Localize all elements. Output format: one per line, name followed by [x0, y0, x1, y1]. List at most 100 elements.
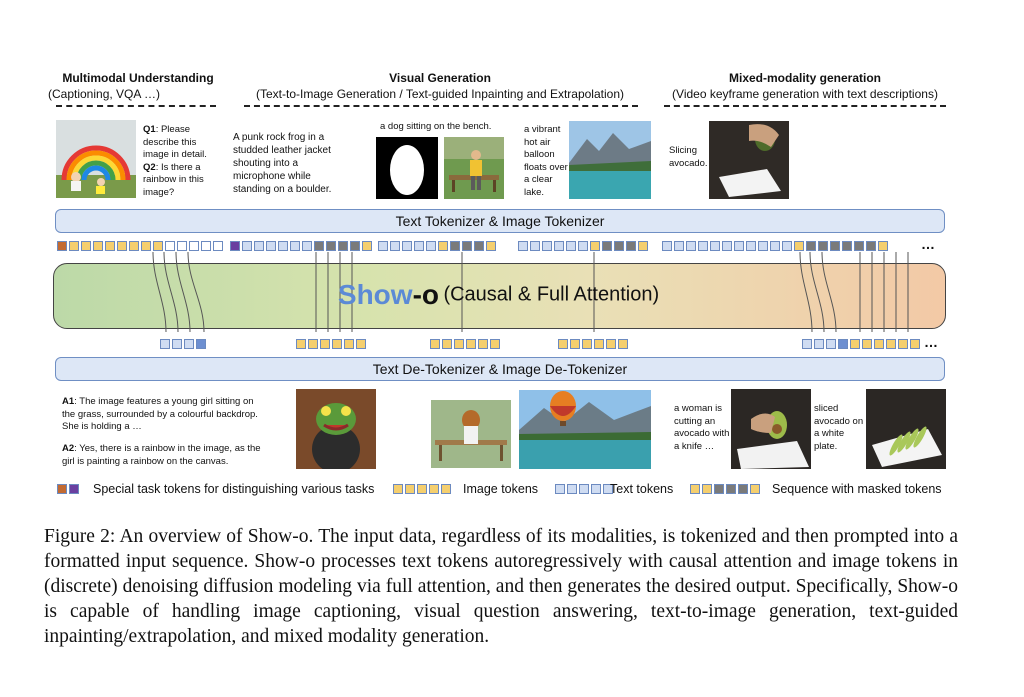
legend-image-label: Image tokens [463, 482, 539, 496]
inpainting-mask-image [376, 137, 438, 199]
image-token [129, 241, 139, 251]
inpaint-input-tokens [378, 241, 496, 251]
text-token [542, 241, 552, 251]
text-token [213, 241, 223, 251]
text-token [566, 241, 576, 251]
balloon-prompt: a vibrant hot air balloon floats over a … [524, 124, 568, 198]
text-token [290, 241, 300, 251]
answer-a1: A1: The image features a young girl sitt… [62, 396, 262, 434]
mixed-input-tokens [662, 241, 888, 251]
image-token [638, 241, 648, 251]
legend-special-label: Special task tokens for distinguishing v… [93, 482, 375, 496]
text-token [603, 484, 613, 494]
q1-label: Q1 [143, 124, 156, 135]
extrapolate-input-tokens [518, 241, 648, 251]
mixed-title: Mixed-modality generation [728, 71, 882, 85]
understanding-subtitle: (Captioning, VQA …) [48, 87, 161, 101]
masked-token [350, 241, 360, 251]
q1-text: : Please describe this image in detail. [143, 124, 207, 160]
sliced-avocado-frame [866, 389, 946, 469]
image-token [117, 241, 127, 251]
mixed-output-tokens [802, 339, 920, 349]
text-token [662, 241, 672, 251]
divider [56, 105, 216, 107]
text-token [591, 484, 601, 494]
model-label: Show-o (Causal & Full Attention) [53, 279, 944, 311]
text-token [390, 241, 400, 251]
image-token [344, 339, 354, 349]
text-token [172, 339, 182, 349]
image-token [898, 339, 908, 349]
text-token [567, 484, 577, 494]
text-token [758, 241, 768, 251]
text-token [266, 241, 276, 251]
frog-prompt: A punk rock frog in a studded leather ja… [233, 132, 332, 195]
text-token [722, 241, 732, 251]
text-token [242, 241, 252, 251]
image-token [441, 484, 451, 494]
bench-scene-image [444, 137, 504, 199]
image-token [393, 484, 403, 494]
model-name-part2: o [421, 279, 439, 310]
text-token [184, 339, 194, 349]
text-token [378, 241, 388, 251]
text-token [278, 241, 288, 251]
image-token [93, 241, 103, 251]
a1-label: A1 [62, 396, 75, 407]
masked-token [626, 241, 636, 251]
text-token [686, 241, 696, 251]
masked-token [326, 241, 336, 251]
image-token [478, 339, 488, 349]
image-token [466, 339, 476, 349]
image-token [362, 241, 372, 251]
image-token [332, 339, 342, 349]
image-token [690, 484, 700, 494]
masked-token [450, 241, 460, 251]
a1-text: : The image features a young girl sittin… [62, 396, 258, 432]
masked-token [614, 241, 624, 251]
image-token [558, 339, 568, 349]
image-token [862, 339, 872, 349]
text-token [201, 241, 211, 251]
dog-on-bench-image [431, 400, 511, 468]
inpaint-output-tokens [430, 339, 500, 349]
masked-token [738, 484, 748, 494]
cutting-description: a woman is cutting an avocado with a kni… [674, 403, 730, 452]
image-token [356, 339, 366, 349]
text-token [555, 484, 565, 494]
generation-title: Visual Generation [389, 71, 491, 85]
masked-token [842, 241, 852, 251]
text-token [554, 241, 564, 251]
image-token [438, 241, 448, 251]
image-token [570, 339, 580, 349]
cutting-avocado-frame [731, 389, 811, 469]
legend-masked-label: Sequence with masked tokens [772, 482, 942, 496]
more-tokens-ellipsis: … [921, 236, 935, 252]
q2-text: : Is there a rainbow in this image? [143, 161, 204, 198]
divider [244, 105, 638, 107]
text-token [189, 241, 199, 251]
image-token [590, 241, 600, 251]
image-token [582, 339, 592, 349]
image-token [702, 484, 712, 494]
text-token [698, 241, 708, 251]
text-token [177, 241, 187, 251]
text-token [814, 339, 824, 349]
mixed-subtitle: (Video keyframe generation with text des… [672, 87, 938, 101]
text-token [196, 339, 206, 349]
image-token [296, 339, 306, 349]
punk-frog-image [296, 389, 376, 469]
model-name-sep: - [412, 279, 422, 310]
dog-prompt: a dog sitting on the bench. [380, 121, 492, 132]
masked-token [714, 484, 724, 494]
image-token [874, 339, 884, 349]
text-token [710, 241, 720, 251]
legend-image-swatch [393, 484, 451, 494]
special-token [57, 484, 67, 494]
masked-token [866, 241, 876, 251]
image-token [405, 484, 415, 494]
image-token [910, 339, 920, 349]
text-token [770, 241, 780, 251]
answer-a2: A2: Yes, there is a rainbow in the image… [62, 443, 262, 468]
image-token [794, 241, 804, 251]
